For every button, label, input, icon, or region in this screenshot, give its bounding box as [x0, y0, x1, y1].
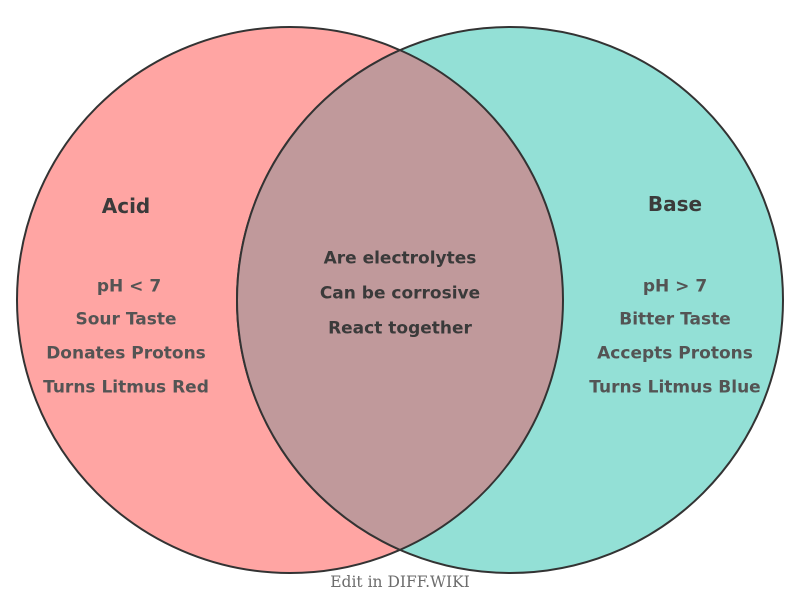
base-item-litmus: Turns Litmus Blue [589, 377, 761, 398]
acid-item-litmus: Turns Litmus Red [43, 377, 209, 398]
overlap-item-corrosive: Can be corrosive [319, 283, 481, 304]
acid-title: Acid [101, 194, 151, 218]
base-item-protons: Accepts Protons [597, 343, 753, 364]
overlap-item-react: React together [328, 318, 472, 339]
acid-item-ph: pH < 7 [96, 276, 162, 297]
overlap-region [235, 49, 565, 551]
acid-item-protons: Donates Protons [46, 343, 206, 364]
acid-item-taste: Sour Taste [75, 309, 177, 330]
base-item-taste: Bitter Taste [619, 309, 731, 330]
overlap-item-electrolytes: Are electrolytes [323, 248, 477, 269]
base-item-ph: pH > 7 [642, 276, 708, 297]
diffwiki-watermark: Edit in DIFF.WIKI [330, 573, 470, 591]
base-title: Base [647, 192, 703, 216]
